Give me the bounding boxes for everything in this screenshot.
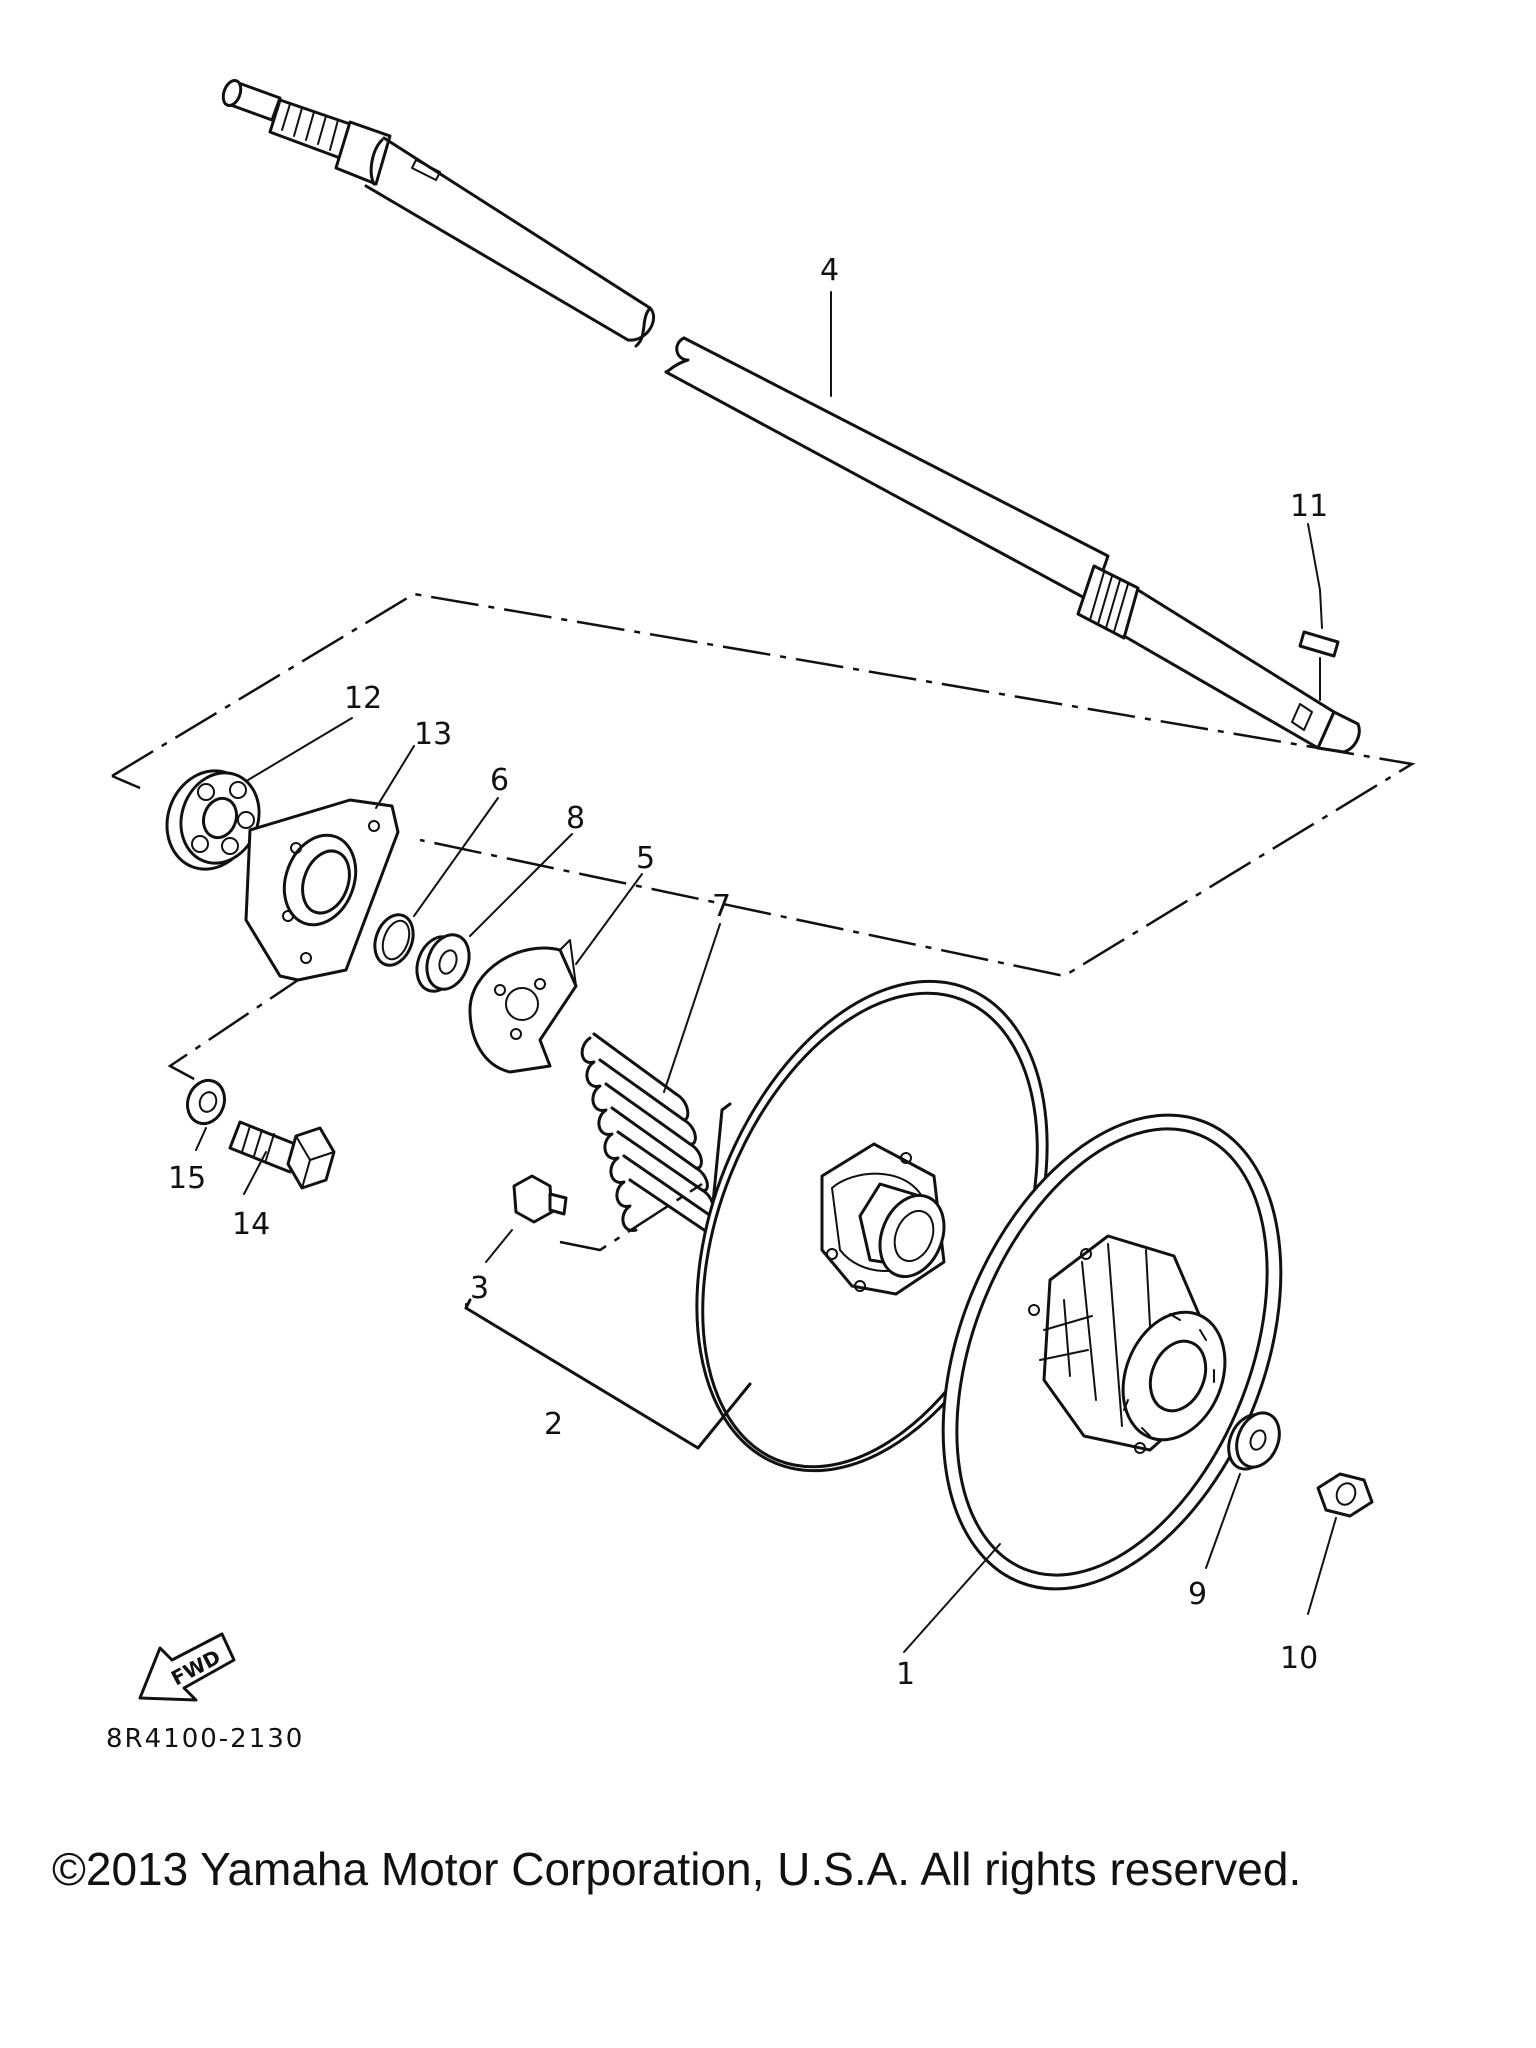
callout-11: 11 — [1290, 489, 1328, 524]
callout-8: 8 — [566, 801, 585, 836]
flat-washer — [1227, 1411, 1281, 1471]
callout-1: 1 — [896, 1657, 915, 1692]
bearing — [165, 769, 261, 871]
callout-13: 13 — [414, 717, 452, 752]
fwd-arrow-icon: FWD — [138, 1632, 236, 1702]
callout-12: 12 — [344, 681, 382, 716]
woodruff-key — [1298, 630, 1340, 658]
secondary-shaft — [221, 78, 1361, 754]
callout-15: 15 — [168, 1161, 206, 1196]
callout-14: 14 — [232, 1207, 270, 1242]
nut — [1316, 1472, 1374, 1518]
slider-button — [512, 1174, 568, 1224]
bearing-housing-plate — [244, 798, 400, 982]
callouts: 4 11 12 13 6 8 5 7 15 14 3 2 1 9 10 — [168, 253, 1328, 1692]
movable-sheave — [941, 1113, 1283, 1591]
callout-9: 9 — [1188, 1577, 1207, 1612]
washer — [185, 1078, 227, 1126]
torsion-spring — [580, 1032, 732, 1237]
circlip — [373, 913, 415, 967]
leader-lines — [195, 291, 1337, 1653]
callout-4: 4 — [820, 253, 839, 288]
callout-10: 10 — [1280, 1641, 1318, 1676]
bolt — [228, 1120, 336, 1190]
callout-7: 7 — [712, 889, 731, 924]
callout-5: 5 — [636, 841, 655, 876]
collar — [415, 933, 471, 993]
drawing-code: 8R4100-2130 — [106, 1724, 305, 1754]
callout-3: 3 — [470, 1271, 489, 1306]
callout-6: 6 — [490, 763, 509, 798]
cam — [468, 939, 578, 1074]
copyright-notice: ©2013 Yamaha Motor Corporation, U.S.A. A… — [52, 1843, 1302, 1895]
callout-2: 2 — [544, 1407, 563, 1442]
